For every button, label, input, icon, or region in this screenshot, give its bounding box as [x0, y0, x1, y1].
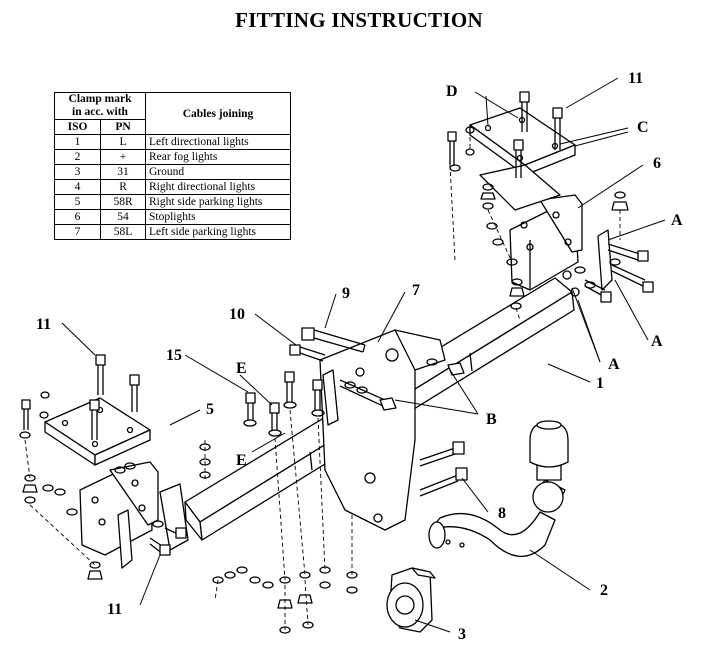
- callout-d: D: [446, 83, 458, 100]
- left-top-plate: [19, 354, 151, 466]
- iso-cell: 7: [53, 224, 102, 240]
- desc-cell: Left side parking lights: [145, 224, 291, 240]
- clamp-mark-header-line1: Clamp mark: [68, 93, 132, 105]
- callout-11-left: 11: [36, 316, 51, 333]
- short-bolt: [289, 344, 326, 362]
- left-side-bolts: [149, 520, 187, 556]
- callout-c: C: [637, 119, 649, 136]
- iso-cell: 4: [53, 179, 102, 195]
- assembly-dashed-lines: [24, 130, 621, 630]
- clamp-mark-header: Clamp mark in acc. with: [54, 92, 146, 120]
- callout-15: 15: [166, 347, 182, 364]
- callout-a-right: A: [651, 333, 663, 350]
- left-side-bracket: [79, 461, 189, 569]
- callout-1: 1: [596, 375, 604, 392]
- long-bolt: [301, 327, 366, 353]
- center-bolts: [339, 358, 465, 411]
- callout-labels: 11 D C 6 A A A 1 7 9 10 15 E E 5 11 11 B…: [36, 70, 683, 643]
- center-mounting-plate: [319, 329, 446, 531]
- cables-joining-table: Clamp mark in acc. with Cables joining I…: [53, 92, 291, 240]
- e-bolts: [243, 371, 325, 437]
- page-title: FITTING INSTRUCTION: [235, 8, 483, 32]
- pn-header: PN: [100, 119, 146, 135]
- callout-b: B: [486, 411, 497, 428]
- desc-cell: Right directional lights: [145, 179, 291, 195]
- callout-5: 5: [206, 401, 214, 418]
- right-side-bolts: [574, 243, 654, 303]
- towball: [428, 420, 569, 558]
- callout-8: 8: [498, 505, 506, 522]
- callout-11-bottom: 11: [107, 601, 122, 618]
- leader-lines: [61, 77, 666, 633]
- cables-joining-header: Cables joining: [145, 92, 291, 135]
- callout-e-lower: E: [236, 452, 247, 469]
- right-top-bolts: [447, 91, 563, 178]
- callout-10: 10: [229, 306, 245, 323]
- right-top-plate: [469, 107, 576, 211]
- socket-plate: [386, 567, 436, 633]
- clamp-mark-header-line2: in acc. with: [72, 106, 128, 118]
- callout-a-top: A: [671, 212, 683, 229]
- desc-cell: Right side parking lights: [145, 194, 291, 210]
- desc-cell: Stoplights: [145, 209, 291, 225]
- callout-a-lower: A: [608, 356, 620, 373]
- callout-2: 2: [600, 582, 608, 599]
- callout-9: 9: [342, 285, 350, 302]
- callout-11-top: 11: [628, 70, 643, 87]
- right-side-bracket: [509, 194, 613, 297]
- callout-6: 6: [653, 155, 661, 172]
- callout-e-upper: E: [236, 360, 247, 377]
- callout-3: 3: [458, 626, 466, 643]
- pn-cell: 58R: [100, 194, 146, 210]
- callout-7: 7: [412, 282, 420, 299]
- ball-mount-bolts: [419, 441, 468, 497]
